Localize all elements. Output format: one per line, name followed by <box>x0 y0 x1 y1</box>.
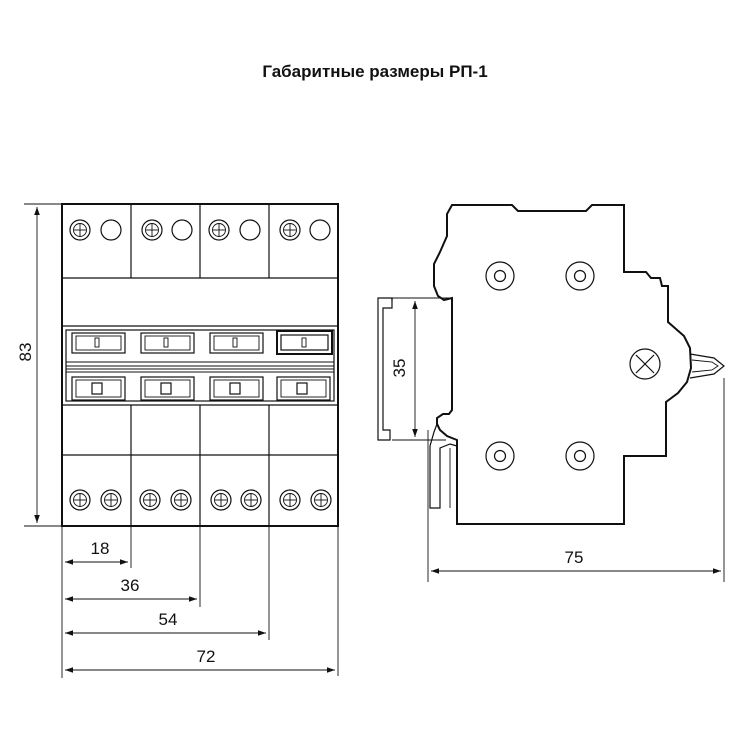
pivot-cross-icon <box>629 348 661 380</box>
handle-band <box>65 329 335 402</box>
width-label-36: 36 <box>121 576 140 595</box>
height-dimension: 83 <box>16 203 62 527</box>
side-view: 35 75 <box>377 204 725 582</box>
din-rail <box>377 297 393 441</box>
mounting-screw-icon <box>565 441 595 471</box>
terminal-screw-icon <box>279 489 332 511</box>
width-dimensions: 18 36 54 72 <box>61 526 339 678</box>
terminal-screw-icon <box>69 489 122 511</box>
terminal-screw-icon <box>210 489 262 511</box>
terminal-screw-icon <box>208 219 261 241</box>
side-body-outline <box>433 204 693 525</box>
handle-tip <box>689 353 725 379</box>
height-label: 83 <box>16 343 35 362</box>
rail-dimension: 35 <box>390 297 452 441</box>
rail-label: 35 <box>390 359 409 378</box>
mounting-screw-icon <box>485 441 515 471</box>
terminal-screw-icon <box>279 219 331 241</box>
depth-dimension: 75 <box>427 378 725 582</box>
top-terminals <box>69 219 331 241</box>
width-label-54: 54 <box>159 610 178 629</box>
terminal-screw-icon <box>139 489 192 511</box>
mounting-screw-icon <box>565 261 595 291</box>
terminal-screw-icon <box>141 219 193 241</box>
drawing-title: Габаритные размеры РП-1 <box>262 62 488 81</box>
bottom-terminals <box>69 489 332 511</box>
depth-label: 75 <box>565 548 584 567</box>
width-label-18: 18 <box>91 539 110 558</box>
mounting-screw-icon <box>485 261 515 291</box>
front-view: 83 18 36 54 72 <box>16 203 339 678</box>
terminal-screw-icon <box>69 219 122 241</box>
width-label-72: 72 <box>197 647 216 666</box>
